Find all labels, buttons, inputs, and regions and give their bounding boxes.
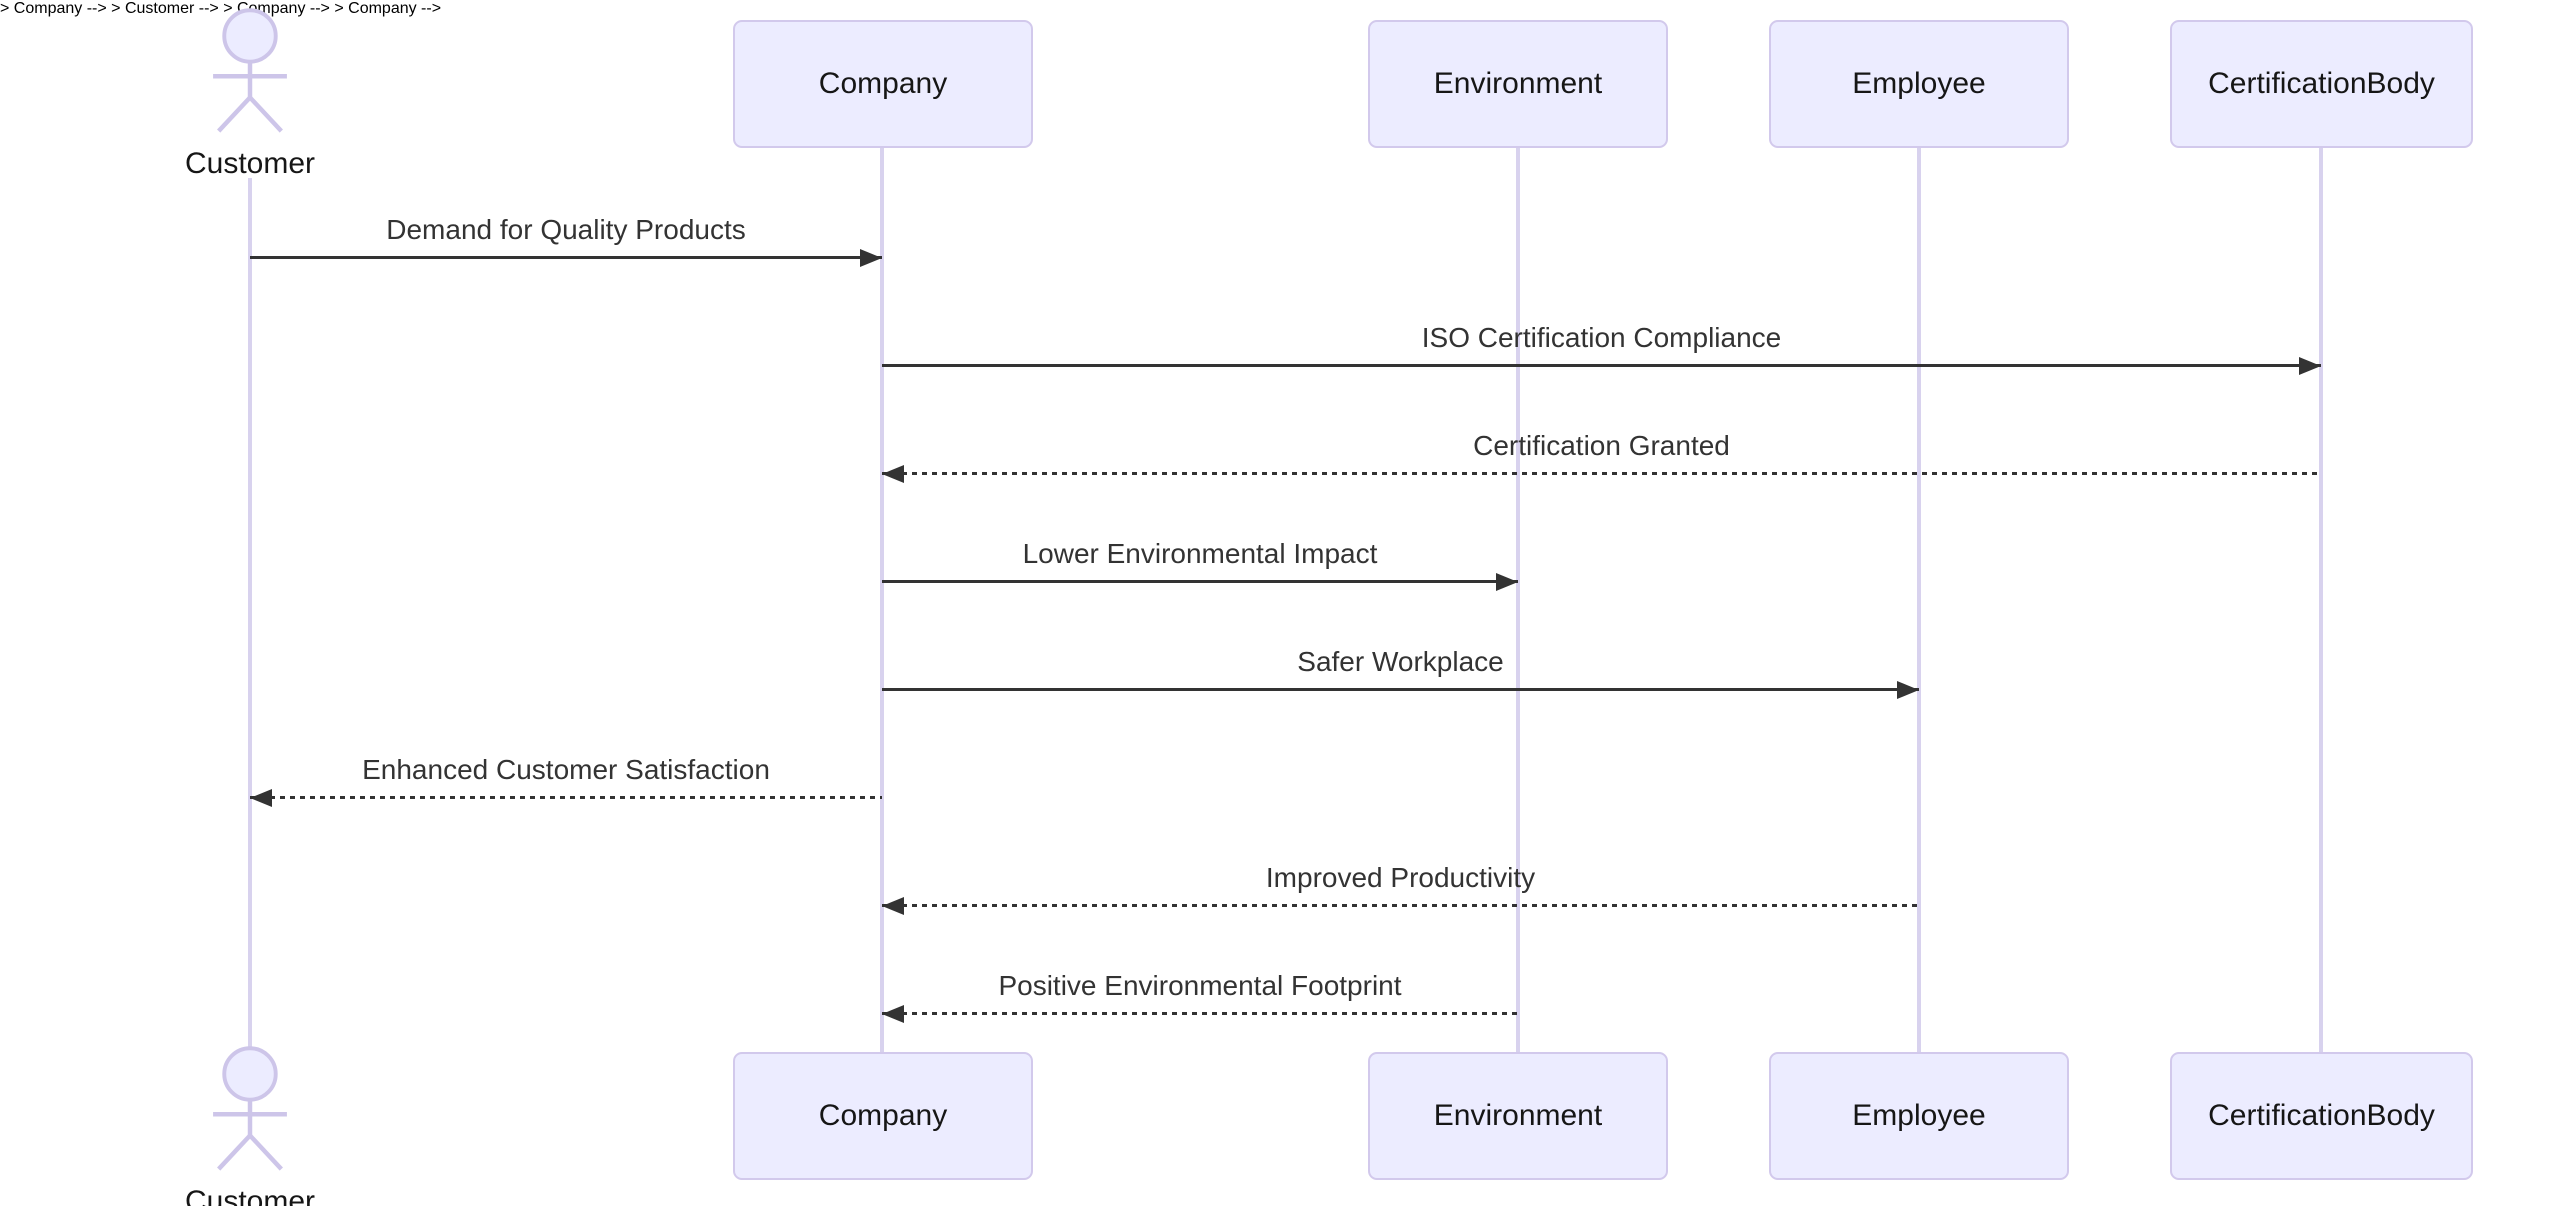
message-iso-certification-compliance: ISO Certification Compliance [882, 322, 2321, 375]
arrowhead-right-icon [1496, 573, 1518, 591]
lifeline-employee [1917, 146, 1921, 1054]
message-certification-granted: Certification Granted [882, 430, 2321, 483]
participant-label: Company [818, 1099, 948, 1132]
message-line-solid [882, 580, 1518, 583]
lifeline-company [880, 146, 884, 1054]
participant-certificationbody-bottom: CertificationBody [2170, 1052, 2473, 1180]
message-line-solid [250, 256, 882, 259]
actor-label: Customer [184, 147, 316, 180]
message-lower-environmental-impact: Lower Environmental Impact [882, 538, 1518, 591]
message-demand-for-quality-products: Demand for Quality Products [250, 214, 882, 267]
message-label: ISO Certification Compliance [1421, 322, 1782, 353]
participant-employee-top: Employee [1769, 20, 2069, 148]
participant-certificationbody-top: CertificationBody [2170, 20, 2473, 148]
participant-label: Environment [1433, 1099, 1603, 1132]
message-positive-environmental-footprint: Positive Environmental Footprint [882, 970, 1518, 1023]
message-improved-productivity: Improved Productivity [882, 862, 1919, 915]
arrowhead-right-icon [2299, 357, 2321, 375]
message-label: Enhanced Customer Satisfaction [362, 754, 770, 785]
actor-label: Customer [184, 1185, 316, 1206]
arrowhead-right-icon [1897, 681, 1919, 699]
message-line-solid [882, 364, 2321, 367]
lifeline-customer [248, 178, 252, 1056]
message-label: Safer Workplace [1297, 646, 1504, 677]
arrowhead-right-icon [860, 249, 882, 267]
actor-icon [194, 1046, 306, 1183]
participant-label: CertificationBody [2208, 67, 2435, 100]
participant-label: Employee [1852, 1099, 1986, 1132]
participant-label: Employee [1852, 67, 1986, 100]
lifeline-certificationbody [2319, 146, 2323, 1054]
arrowhead-left-icon [882, 1005, 904, 1023]
message-label: Improved Productivity [1265, 862, 1536, 893]
participant-environment-bottom: Environment [1368, 1052, 1668, 1180]
participant-label: Environment [1433, 67, 1603, 100]
message-line-dotted [882, 472, 2321, 475]
message-label: Demand for Quality Products [386, 214, 746, 245]
arrowhead-left-icon [882, 897, 904, 915]
message-line-solid [882, 688, 1919, 691]
message-safer-workplace: Safer Workplace [882, 646, 1919, 699]
message-line-dotted [882, 1012, 1518, 1015]
message-line-dotted [882, 904, 1919, 907]
message-label: Certification Granted [1473, 430, 1730, 461]
message-label: Lower Environmental Impact [1022, 538, 1378, 569]
participant-company-top: Company [733, 20, 1033, 148]
lifeline-environment [1516, 146, 1520, 1054]
arrowhead-left-icon [250, 789, 272, 807]
participant-label: Company [818, 67, 948, 100]
message-line-dotted [250, 796, 882, 799]
actor-customer-bottom: Customer [140, 1046, 360, 1206]
participant-environment-top: Environment [1368, 20, 1668, 148]
participant-label: CertificationBody [2208, 1099, 2435, 1132]
actor-icon [194, 8, 306, 145]
arrowhead-left-icon [882, 465, 904, 483]
actor-customer-top: Customer [140, 8, 360, 181]
participant-company-bottom: Company [733, 1052, 1033, 1180]
participant-employee-bottom: Employee [1769, 1052, 2069, 1180]
message-enhanced-customer-satisfaction: Enhanced Customer Satisfaction [250, 754, 882, 807]
message-label: Positive Environmental Footprint [998, 970, 1402, 1001]
